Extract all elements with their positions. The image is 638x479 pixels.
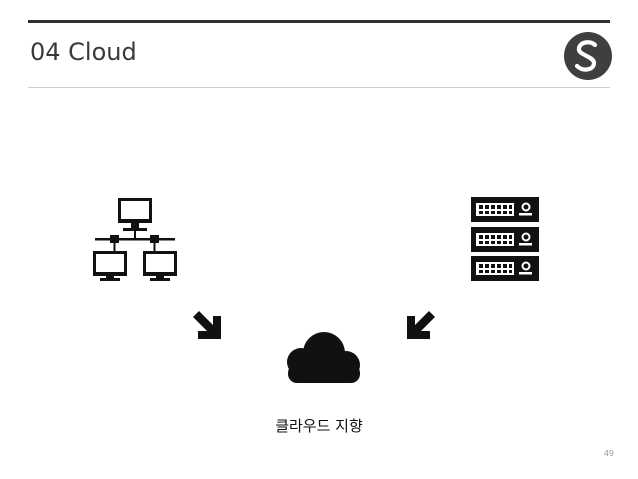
cloud-icon	[287, 332, 360, 383]
s-logo-icon	[564, 32, 612, 80]
server-rack-icon	[471, 197, 539, 281]
slide-caption: 클라우드 지향	[275, 417, 363, 435]
header-divider	[28, 87, 610, 88]
arrow-down-right-icon	[193, 311, 221, 339]
page-number: 49	[603, 449, 614, 458]
top-rule	[28, 20, 610, 23]
arrow-down-left-icon	[407, 311, 435, 339]
network-icon	[93, 198, 177, 281]
slide-title: 04 Cloud	[30, 38, 137, 66]
